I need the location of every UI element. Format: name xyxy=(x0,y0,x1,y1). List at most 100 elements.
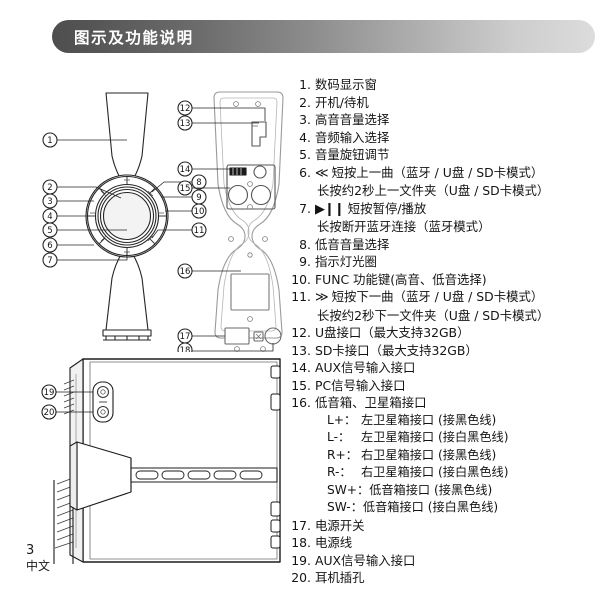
legend-item-number: 4. xyxy=(299,129,311,145)
legend-item: 10.FUNC 功能键(高音、低音选择) xyxy=(291,271,591,289)
legend-item-label: 音量旋钮调节 xyxy=(315,147,390,162)
legend-item-number: 19. xyxy=(291,552,311,568)
callout-14: 14 xyxy=(180,165,191,175)
legend-item: 3.高音音量选择 xyxy=(291,111,591,129)
footer-language-label: 中文 xyxy=(26,559,51,574)
legend-sub-item-label: 左卫星箱接口 (接黑色线) xyxy=(361,412,497,427)
legend-item: 1.数码显示窗 xyxy=(291,76,591,94)
legend-item: 8.低音音量选择 xyxy=(291,236,591,254)
figure-subwoofer-side-view: 19 20 xyxy=(24,350,286,564)
legend-item-label: 低音箱、卫星箱接口 xyxy=(315,395,427,410)
legend-sub-item: R+：右卫星箱接口 (接黑色线) xyxy=(291,447,591,465)
legend-item-symbol-icon: ≫ xyxy=(315,290,329,305)
front-view-callout-markers xyxy=(42,132,207,268)
legend-item: 14. AUX信号输入接口 xyxy=(291,359,591,377)
legend-item: 20. 耳机插孔 xyxy=(291,569,591,587)
callout-8: 8 xyxy=(196,178,201,188)
legend-item-symbol-icon: ▶❙❙ xyxy=(315,201,345,217)
legend-item-label: 开机/待机 xyxy=(315,94,369,110)
callout-13: 13 xyxy=(180,119,191,129)
legend-sub-item-label: 左卫星箱接口 (接白黑色线) xyxy=(361,430,509,444)
legend-item: 17.电源开关 xyxy=(291,517,591,535)
legend-item-label: 耳机插孔 xyxy=(315,570,365,585)
callout-9: 9 xyxy=(196,193,201,203)
legend-item: 2.开机/待机 xyxy=(291,94,591,112)
legend-item-symbol-icon: ≪ xyxy=(315,165,329,181)
legend-sub-item-label: 低音箱接口 (接黑色线) xyxy=(369,482,493,497)
legend-sub-item-key: SW+： xyxy=(327,482,370,497)
legend-item-label: U盘接口（最大支持32GB） xyxy=(315,325,470,340)
callout-3: 3 xyxy=(47,197,52,207)
callout-16: 16 xyxy=(180,267,191,277)
page-title: 图示及功能说明 xyxy=(74,28,194,47)
legend-sub-item-key: SW-： xyxy=(327,500,363,514)
legend-item-label: 电源线 xyxy=(315,535,353,550)
legend-item-label: 低音音量选择 xyxy=(315,236,390,252)
rear-view-leaders xyxy=(192,107,274,352)
footer-page-number: 3 xyxy=(26,543,35,558)
legend-item-label: AUX信号输入接口 xyxy=(315,360,416,375)
legend-item-number: 16. xyxy=(291,395,311,410)
legend-item-label: 高音音量选择 xyxy=(315,112,390,127)
callout-11: 11 xyxy=(194,226,205,236)
legend-item: 5.音量旋钮调节 xyxy=(291,146,591,164)
legend-item-label: FUNC 功能键(高音、低音选择) xyxy=(315,271,487,287)
rear-view-callout-markers xyxy=(177,100,193,352)
legend-sub-item-key: R+： xyxy=(327,447,358,462)
figure-front-and-rear-view: 1 2 3 4 5 6 7 8 9 10 11 xyxy=(24,64,286,352)
legend-sub-item-label: 低音箱接口 (接白黑色线) xyxy=(362,500,499,514)
legend-item-label: 音频输入选择 xyxy=(315,129,390,145)
rear-view-body xyxy=(213,91,284,352)
legend-item-continuation: 长按约2秒上一文件夹（U盘 / SD卡模式） xyxy=(317,183,550,198)
legend-sub-item: L-： 左卫星箱接口 (接白黑色线) xyxy=(291,429,591,447)
legend-sub-item-key: R-： xyxy=(327,465,352,479)
legend-sub-item-key: L-： xyxy=(327,430,351,444)
figure-column: 1 2 3 4 5 6 7 8 9 10 11 xyxy=(24,64,286,564)
legend-item: 13.SD卡接口（最大支持32GB） xyxy=(291,342,591,360)
callout-2: 2 xyxy=(47,183,52,193)
legend-item-number: 9. xyxy=(299,254,311,269)
callout-4: 4 xyxy=(47,212,52,222)
legend-item-label: 数码显示窗 xyxy=(315,77,377,92)
legend-sub-item-label: 右卫星箱接口 (接白黑色线) xyxy=(361,465,509,479)
legend-item: 16. 低音箱、卫星箱接口 xyxy=(291,394,591,412)
legend-item-number: 17. xyxy=(291,517,311,533)
legend-item: 12. U盘接口（最大支持32GB） xyxy=(291,324,591,342)
legend-sub-item: SW-：低音箱接口 (接白黑色线) xyxy=(291,499,591,517)
callout-19: 19 xyxy=(44,388,55,398)
legend-item-number: 7. xyxy=(299,200,311,216)
legend-item: 4.音频输入选择 xyxy=(291,129,591,147)
legend-item-label: SD卡接口（最大支持32GB） xyxy=(315,342,478,358)
legend-item-label: PC信号输入接口 xyxy=(315,377,406,393)
callout-12: 12 xyxy=(180,104,191,114)
page-footer: 3 中文 xyxy=(26,543,116,574)
callout-18: 18 xyxy=(180,346,191,352)
legend-item-number: 15. xyxy=(291,377,311,393)
callout-15: 15 xyxy=(180,184,191,194)
section-header-bar: 图示及功能说明 xyxy=(52,20,595,53)
legend-item-number: 13. xyxy=(291,342,311,358)
legend-item-number: 2. xyxy=(299,94,311,110)
legend-item-label: 短按上一曲（蓝牙 / U盘 / SD卡模式） xyxy=(331,164,544,180)
legend-item-number: 20. xyxy=(291,570,311,585)
legend-sub-item-key: L+： xyxy=(327,412,357,427)
legend-item-number: 12. xyxy=(291,325,311,340)
legend-item-number: 14. xyxy=(291,360,311,375)
legend-item-continuation: 长按约2秒下一文件夹（U盘 / SD卡模式） xyxy=(317,307,550,323)
legend-item: 9. 指示灯光圈 xyxy=(291,253,591,271)
front-view-control-dial xyxy=(85,174,169,258)
legend-item-number: 18. xyxy=(291,535,311,550)
legend-sub-item-label: 右卫星箱接口 (接黑色线) xyxy=(361,447,497,462)
legend-sub-item: L+： 左卫星箱接口 (接黑色线) xyxy=(291,412,591,430)
callout-10: 10 xyxy=(194,207,205,217)
legend-sub-item: R-： 右卫星箱接口 (接白黑色线) xyxy=(291,464,591,482)
legend-item-number: 8. xyxy=(299,236,311,252)
legend-sub-item: SW+：低音箱接口 (接黑色线) xyxy=(291,482,591,500)
legend-item-label: 指示灯光圈 xyxy=(315,254,377,269)
legend-item-continuation: 长按断开蓝牙连接（蓝牙模式） xyxy=(317,219,491,234)
legend-item: 6.≪短按上一曲（蓝牙 / U盘 / SD卡模式） xyxy=(291,164,591,183)
legend-item-label: 电源开关 xyxy=(315,517,365,533)
legend-item-number: 6. xyxy=(299,164,311,180)
legend-item: 15.PC信号输入接口 xyxy=(291,377,591,395)
